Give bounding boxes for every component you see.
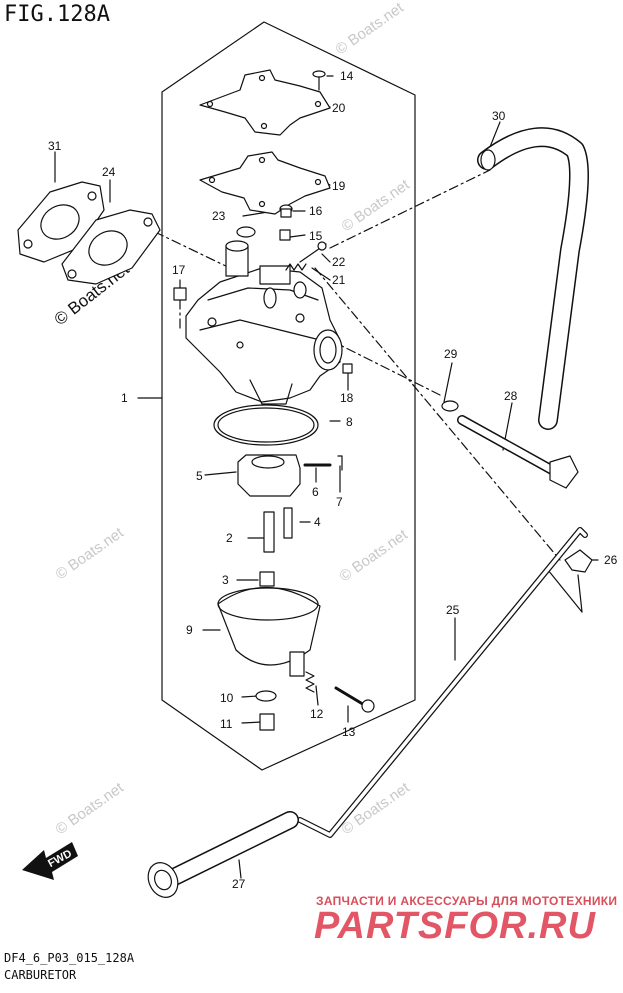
callout-25: 25 xyxy=(446,603,460,617)
site-watermark: © Boats.net xyxy=(333,0,408,58)
part-25-choke-rod xyxy=(297,527,588,838)
footer-code: DF4_6_P03_015_128A xyxy=(4,951,135,965)
callout-16: 16 xyxy=(309,204,323,218)
callout-31: 31 xyxy=(48,139,62,153)
callout-24: 24 xyxy=(102,165,116,179)
part-5-float xyxy=(237,454,301,497)
part-24-gasket xyxy=(61,209,161,285)
callout-4: 4 xyxy=(314,515,321,529)
callout-numbers: 1234567891011121314151617181920212223242… xyxy=(48,69,618,891)
part-31-insulator xyxy=(17,181,105,263)
figure-title: FIG.128A xyxy=(4,2,110,27)
callout-26: 26 xyxy=(604,553,618,567)
callout-9: 9 xyxy=(186,623,193,637)
part-1-carburetor-body xyxy=(185,226,343,405)
callout-7: 7 xyxy=(336,495,343,509)
site-watermark: © Boats.net xyxy=(337,526,412,585)
ad-watermark-line: ЗАПЧАСТИ И АКСЕССУАРЫ ДЛЯ МОТОТЕХНИКИ xyxy=(316,894,618,908)
assembly-boundary xyxy=(161,21,416,771)
part-30-fuel-hose xyxy=(477,127,589,430)
part-27-choke-knob xyxy=(147,811,299,898)
callout-17: 17 xyxy=(172,263,186,277)
part-14-screw xyxy=(312,70,326,91)
callout-13: 13 xyxy=(342,725,356,739)
site-watermark: © Boats.net xyxy=(339,176,414,235)
part-28-bolt xyxy=(457,415,579,489)
guide-lines xyxy=(154,169,561,561)
callout-21: 21 xyxy=(332,273,346,287)
leader-lines xyxy=(54,75,599,879)
part-26-clip xyxy=(564,549,593,573)
callout-27: 27 xyxy=(232,877,246,891)
part-9-float-bowl xyxy=(217,586,321,677)
callout-22: 22 xyxy=(332,255,346,269)
site-watermark: © Boats.net xyxy=(53,779,128,838)
callout-11: 11 xyxy=(220,717,233,731)
callout-12: 12 xyxy=(310,707,324,721)
brand-watermark: PARTSFOR.RU xyxy=(314,905,596,947)
footer-name: CARBURETOR xyxy=(4,968,77,982)
callout-29: 29 xyxy=(444,347,458,361)
callout-3: 3 xyxy=(222,573,229,587)
fwd-arrow: FWD xyxy=(22,842,78,880)
callout-30: 30 xyxy=(492,109,506,123)
callout-6: 6 xyxy=(312,485,319,499)
part-20-cover-plate xyxy=(199,69,331,136)
callout-1: 1 xyxy=(121,391,128,405)
site-watermark: © Boats.net xyxy=(53,524,128,583)
part-19-gasket xyxy=(199,151,331,215)
callout-14: 14 xyxy=(340,69,354,83)
callout-18: 18 xyxy=(340,391,354,405)
callout-28: 28 xyxy=(504,389,518,403)
callout-5: 5 xyxy=(196,469,203,483)
part-8-o-ring xyxy=(213,404,319,446)
callout-19: 19 xyxy=(332,179,346,193)
callout-20: 20 xyxy=(332,101,346,115)
site-watermarks: © Boats.net © Boats.net © Boats.net © Bo… xyxy=(51,0,414,838)
callout-2: 2 xyxy=(226,531,233,545)
callout-15: 15 xyxy=(309,229,323,243)
callout-23: 23 xyxy=(212,209,226,223)
callout-10: 10 xyxy=(220,691,234,705)
callout-8: 8 xyxy=(346,415,353,429)
